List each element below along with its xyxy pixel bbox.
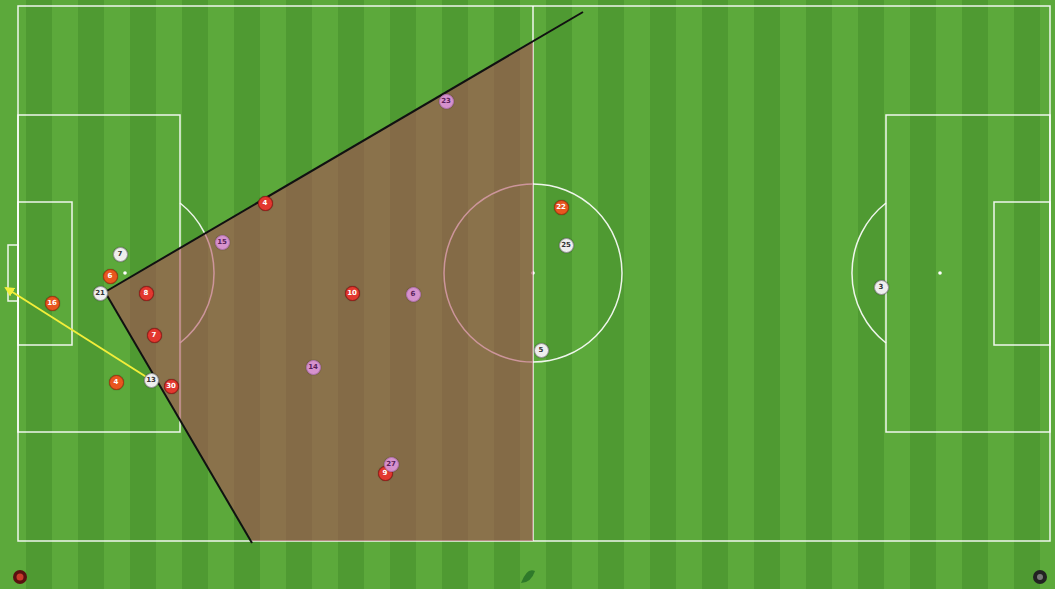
grass-stripe — [962, 0, 988, 589]
player-number: 21 — [95, 290, 105, 297]
centre-logo — [521, 570, 535, 583]
player-marker: 21 — [93, 286, 108, 301]
grass-stripe — [754, 0, 780, 589]
player-marker: 8 — [139, 286, 154, 301]
six-yard-box — [994, 202, 1050, 345]
grass-stripe — [806, 0, 832, 589]
player-marker: 4 — [258, 196, 273, 211]
player-marker: 22 — [554, 200, 569, 215]
grass-stripe — [910, 0, 936, 589]
penalty-arc — [852, 203, 886, 343]
pitch-lines — [8, 6, 1050, 541]
player-marker: 13 — [144, 373, 159, 388]
grass-stripe — [650, 0, 676, 589]
grass-stripe — [728, 0, 754, 589]
player-number: 7 — [118, 251, 123, 258]
player-marker: 4 — [109, 375, 124, 390]
grass-stripe — [572, 0, 598, 589]
penalty-spot — [123, 271, 127, 275]
player-marker: 7 — [113, 247, 128, 262]
grass-stripe — [78, 0, 104, 589]
player-number: 23 — [441, 98, 451, 105]
grass-stripe — [624, 0, 650, 589]
player-marker: 25 — [559, 238, 574, 253]
player-marker: 6 — [103, 269, 118, 284]
player-marker: 27 — [384, 457, 399, 472]
corner-logo — [13, 570, 27, 584]
player-number: 13 — [146, 377, 156, 384]
player-number: 22 — [556, 204, 566, 211]
shot-arrow — [6, 288, 148, 378]
player-marker: 5 — [534, 343, 549, 358]
player-number: 25 — [561, 242, 571, 249]
player-marker: 10 — [345, 286, 360, 301]
player-number: 7 — [152, 332, 157, 339]
player-number: 4 — [263, 200, 268, 207]
player-number: 30 — [166, 383, 176, 390]
player-number: 10 — [347, 290, 357, 297]
grass-stripe — [936, 0, 962, 589]
grass-stripe — [52, 0, 78, 589]
grass-stripe — [1014, 0, 1040, 589]
grass-stripe — [546, 0, 572, 589]
player-number: 14 — [308, 364, 318, 371]
player-number: 6 — [108, 273, 113, 280]
grass-stripe — [676, 0, 702, 589]
grass-stripe — [988, 0, 1014, 589]
grass-stripe — [702, 0, 728, 589]
grass-stripe — [858, 0, 884, 589]
zone-edge — [105, 292, 252, 543]
player-marker: 6 — [406, 287, 421, 302]
player-number: 5 — [539, 347, 544, 354]
corner-logo — [1033, 570, 1047, 584]
player-number: 3 — [879, 284, 884, 291]
player-number: 16 — [47, 300, 57, 307]
shaded-zone — [105, 41, 533, 541]
player-marker: 3 — [874, 280, 889, 295]
zone-edge — [105, 12, 583, 292]
player-marker: 14 — [306, 360, 321, 375]
touchline — [18, 6, 1050, 541]
player-marker: 23 — [439, 94, 454, 109]
player-marker: 7 — [147, 328, 162, 343]
grass-stripe — [884, 0, 910, 589]
player-number: 4 — [114, 379, 119, 386]
player-number: 15 — [217, 239, 227, 246]
grass-stripe — [1040, 0, 1055, 589]
penalty-box — [886, 115, 1050, 432]
penalty-spot — [938, 271, 942, 275]
player-number: 6 — [411, 291, 416, 298]
grass-stripe — [0, 0, 26, 589]
grass-stripe — [26, 0, 52, 589]
player-marker: 16 — [45, 296, 60, 311]
player-marker: 30 — [164, 379, 179, 394]
grass-stripe — [780, 0, 806, 589]
player-marker: 15 — [215, 235, 230, 250]
player-number: 27 — [386, 461, 396, 468]
player-number: 8 — [144, 290, 149, 297]
